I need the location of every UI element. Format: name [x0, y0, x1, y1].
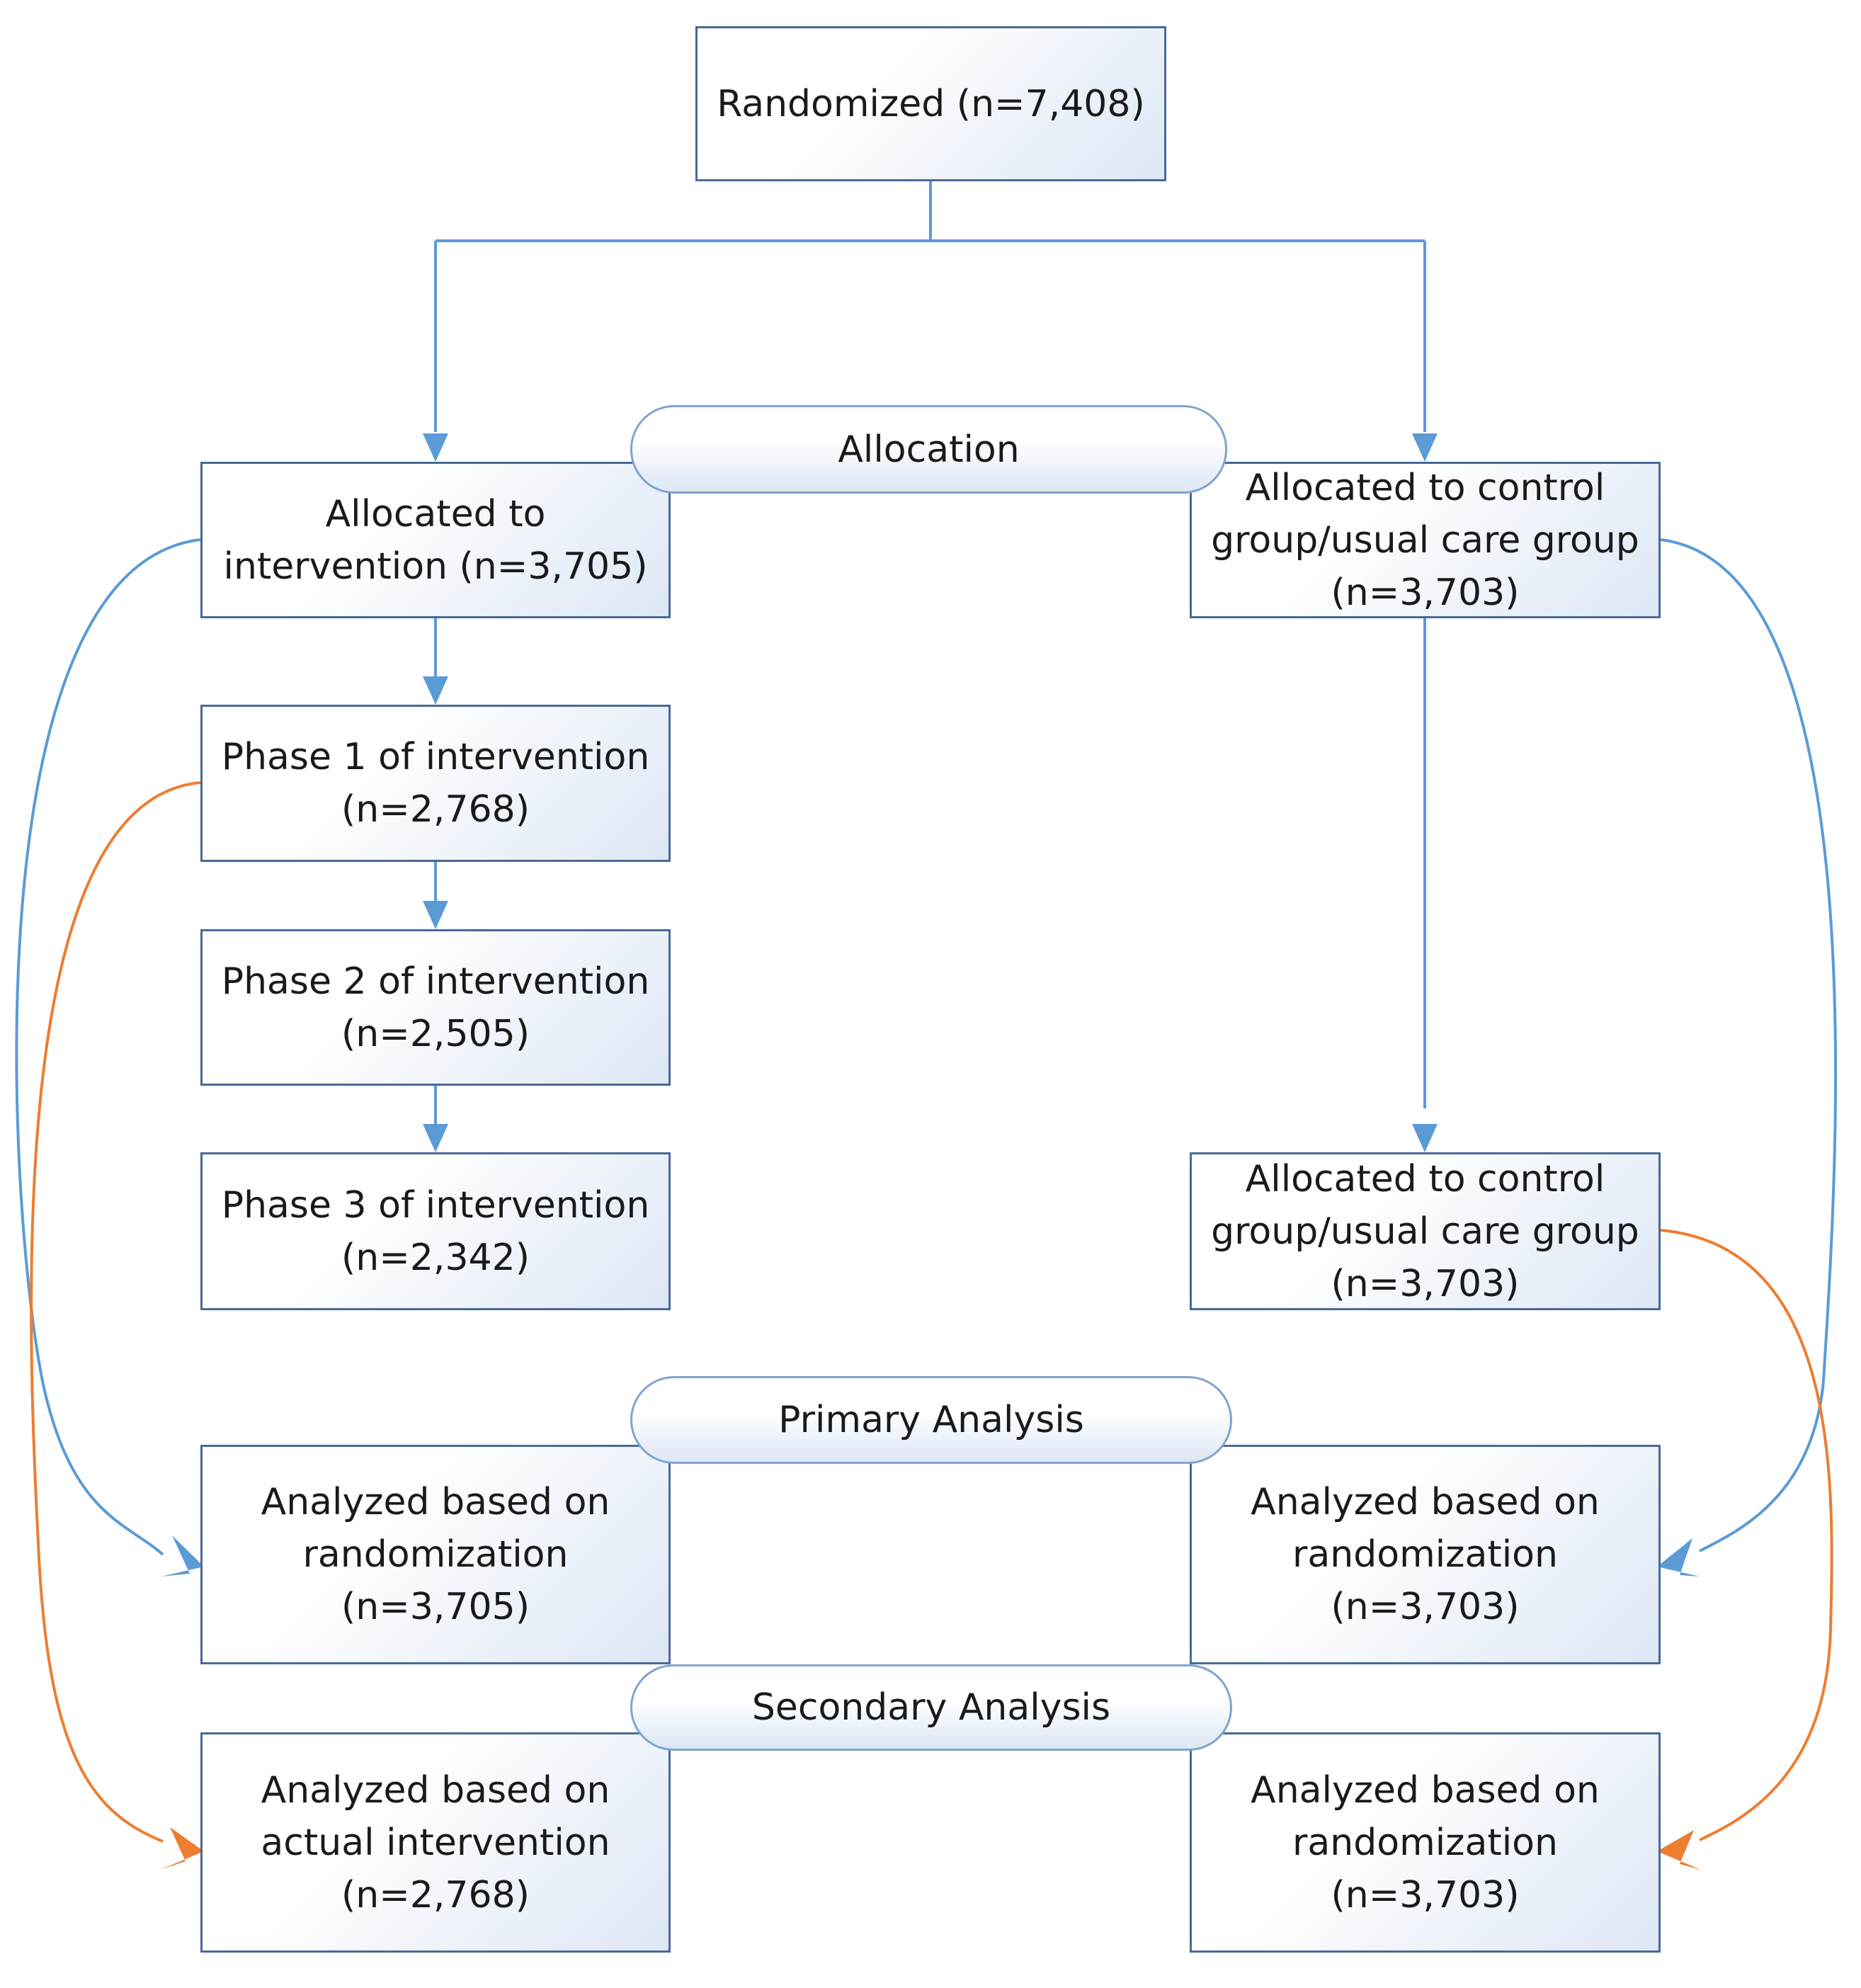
phase1-line2: (n=2,768) [341, 788, 530, 831]
curve-intervention-to-primary [15, 538, 201, 1556]
control-secondary-line3: (n=3,703) [1331, 1873, 1520, 1916]
allocated-control-repeat-line3: (n=3,703) [1331, 1262, 1520, 1305]
allocated-control-line3: (n=3,703) [1331, 571, 1520, 614]
phase2-line2: (n=2,505) [341, 1012, 530, 1055]
intervention-secondary-line3: (n=2,768) [341, 1873, 530, 1916]
box-allocated-intervention: Allocated to intervention (n=3,705) [200, 462, 671, 618]
stage-primary-label: Primary Analysis [778, 1399, 1084, 1441]
intervention-primary-line2: randomization [302, 1533, 569, 1576]
stage-allocation: Allocation [630, 405, 1227, 494]
allocated-control-line1: Allocated to control [1245, 466, 1605, 509]
allocated-intervention-line1: Allocated to [325, 492, 546, 535]
arrowhead-primary-left [161, 1535, 204, 1577]
allocated-control-repeat-line1: Allocated to control [1245, 1157, 1605, 1200]
intervention-primary-line1: Analyzed based on [261, 1481, 610, 1523]
intervention-secondary-line1: Analyzed based on [261, 1768, 610, 1812]
control-secondary-line1: Analyzed based on [1251, 1768, 1600, 1812]
arrowhead-secondary-right [1657, 1830, 1701, 1870]
intervention-secondary-line2: actual intervention [261, 1821, 610, 1864]
box-intervention-secondary-result: Analyzed based on actual intervention (n… [200, 1732, 671, 1953]
phase3-line2: (n=2,342) [341, 1236, 530, 1279]
intervention-primary-line3: (n=3,705) [341, 1586, 530, 1628]
arrowhead-secondary-left [160, 1827, 204, 1870]
stage-secondary-label: Secondary Analysis [751, 1686, 1111, 1729]
box-control-primary-result: Analyzed based on randomization (n=3,703… [1190, 1445, 1661, 1664]
curve-phase1-to-secondary [30, 781, 201, 1843]
control-primary-line2: randomization [1292, 1533, 1558, 1576]
phase2-line1: Phase 2 of intervention [221, 960, 650, 1003]
arrowhead-control [1412, 433, 1438, 462]
curve-control-to-primary [1660, 538, 1838, 1552]
box-phase3: Phase 3 of intervention (n=2,342) [200, 1152, 671, 1310]
arrowhead-intervention [423, 433, 448, 462]
allocated-control-line2: group/usual care group [1211, 518, 1639, 562]
control-primary-line1: Analyzed based on [1251, 1481, 1600, 1523]
box-intervention-primary-result: Analyzed based on randomization (n=3,705… [200, 1445, 671, 1664]
stage-secondary-analysis: Secondary Analysis [630, 1664, 1232, 1751]
box-phase1: Phase 1 of intervention (n=2,768) [200, 705, 671, 862]
allocated-intervention-line2: intervention (n=3,705) [223, 545, 648, 588]
curve-control-to-secondary [1660, 1229, 1833, 1841]
allocated-control-repeat-line2: group/usual care group [1211, 1210, 1639, 1253]
box-control-secondary-result: Analyzed based on randomization (n=3,703… [1190, 1732, 1661, 1953]
phase3-line1: Phase 3 of intervention [221, 1183, 650, 1227]
box-randomized: Randomized (n=7,408) [695, 26, 1166, 181]
stage-allocation-label: Allocation [838, 428, 1020, 471]
arrowhead-phase2 [423, 901, 448, 929]
box-allocated-control: Allocated to control group/usual care gr… [1190, 462, 1661, 618]
arrowhead-phase3 [423, 1124, 448, 1152]
box-allocated-control-repeat: Allocated to control group/usual care gr… [1190, 1152, 1661, 1310]
arrowhead-primary-right [1657, 1538, 1700, 1577]
arrowhead-phase1 [423, 676, 448, 705]
control-secondary-line2: randomization [1292, 1821, 1558, 1864]
arrowhead-control-repeat [1412, 1124, 1438, 1152]
control-primary-line3: (n=3,703) [1331, 1586, 1520, 1628]
phase1-line1: Phase 1 of intervention [221, 736, 650, 778]
stage-primary-analysis: Primary Analysis [630, 1376, 1232, 1464]
box-phase2: Phase 2 of intervention (n=2,505) [200, 929, 671, 1086]
box-randomized-text: Randomized (n=7,408) [717, 82, 1145, 125]
